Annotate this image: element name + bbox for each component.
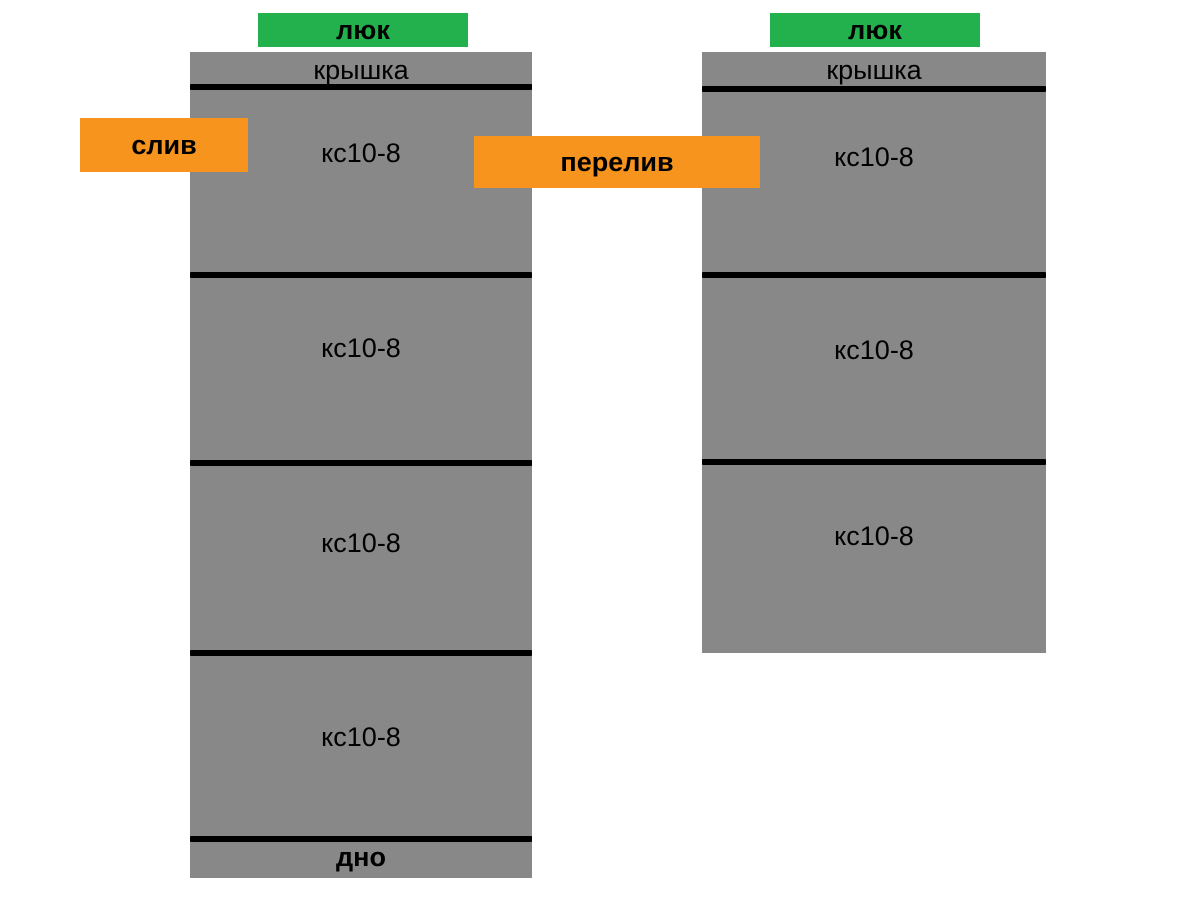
left-tank-divider-1 xyxy=(190,272,532,278)
left-tank-divider-2 xyxy=(190,460,532,466)
right-tank-ring-label-1: кс10-8 xyxy=(834,335,914,365)
right-tank-hatch: люк xyxy=(770,13,980,47)
left-tank-hatch-label: люк xyxy=(336,15,390,45)
right-tank-hatch-label: люк xyxy=(848,15,902,45)
right-tank-ring-label-2: кс10-8 xyxy=(834,521,914,551)
right-tank-divider-2 xyxy=(702,459,1046,465)
right-tank-divider-0 xyxy=(702,86,1046,92)
drain-pipe-label: слив xyxy=(131,129,197,160)
left-tank-bottom-line xyxy=(190,836,532,842)
left-tank-divider-0 xyxy=(190,84,532,90)
drain-pipe: слив xyxy=(80,118,248,172)
left-tank-hatch: люк xyxy=(258,13,468,47)
right-tank-cap-label: крышка xyxy=(826,55,922,85)
left-tank-ring-label-2: кс10-8 xyxy=(321,528,401,558)
right-tank-divider-1 xyxy=(702,272,1046,278)
overflow-pipe: перелив xyxy=(474,136,760,188)
left-tank-ring-label-3: кс10-8 xyxy=(321,722,401,752)
left-tank-divider-3 xyxy=(190,650,532,656)
overflow-pipe-label: перелив xyxy=(560,146,674,177)
left-tank-ring-label-1: кс10-8 xyxy=(321,333,401,363)
left-tank-bottom-label: дно xyxy=(336,842,386,872)
left-tank-cap-label: крышка xyxy=(313,55,409,85)
